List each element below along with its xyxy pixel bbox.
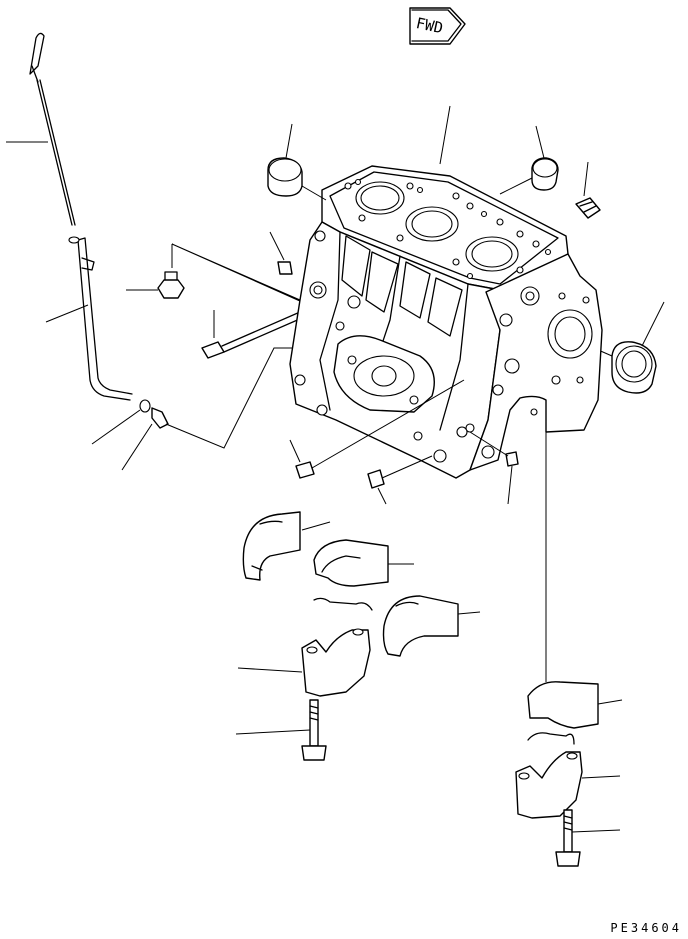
drain-plug [289,379,465,479]
cup-plug-top-left [267,123,303,197]
large-cup-plug [579,301,665,394]
leader-guide-tube [45,304,89,323]
cap-bolt-1 [235,699,327,761]
leader-locating-pin [507,465,513,505]
oil-dipstick [6,32,76,226]
cup-plug-top-right [531,125,559,191]
leader-threaded-plug [583,161,589,197]
small-plug [367,455,433,505]
leader-fitting [121,423,153,471]
cap-bolt-2 [555,809,621,867]
tube-fitting [121,347,300,471]
leader-o-ring [91,409,141,445]
leader-small-plug [377,487,387,505]
leader-bearing-cap-2 [581,775,621,779]
fwd-label: FWD [414,14,444,37]
leader-bracket-top [171,243,321,311]
dowel-pin [269,231,293,275]
leader-cap-bolt-2 [571,829,621,833]
thrust-washer-2 [382,595,481,657]
main-bearing-upper-rear [527,432,623,745]
leader-large-cup-plug [641,301,665,347]
threaded-plug [575,161,601,219]
forward-direction-arrow: FWD [409,7,466,45]
leader-cup-plug-1 [285,123,293,159]
leader-cup-plug-2 [535,125,545,159]
block-bolt [201,310,303,359]
leader-drain-plug [289,439,301,463]
main-bearing-upper [313,539,414,611]
locating-pin [469,431,519,505]
dipstick-guide-tube [45,236,133,401]
leader-dowel-pin [269,231,285,261]
leader-thrust-washer-2 [457,611,481,615]
main-bearing-cap-1 [237,628,371,697]
leader-bearing-cap-1 [237,667,303,673]
main-bearing-cap-2 [515,751,621,819]
leader-head-gasket [439,105,451,165]
leader-thrust-washer-1 [301,521,331,531]
cylinder-block [289,165,603,479]
drawing-code: PE34604 [610,921,682,935]
leader-gasket-right [499,177,533,195]
hex-plug [126,271,185,299]
leader-bearing-upper-rear [597,699,623,705]
thrust-washer-1 [242,511,331,581]
leader-cap-bolt-1 [235,729,311,735]
o-ring [91,399,151,445]
